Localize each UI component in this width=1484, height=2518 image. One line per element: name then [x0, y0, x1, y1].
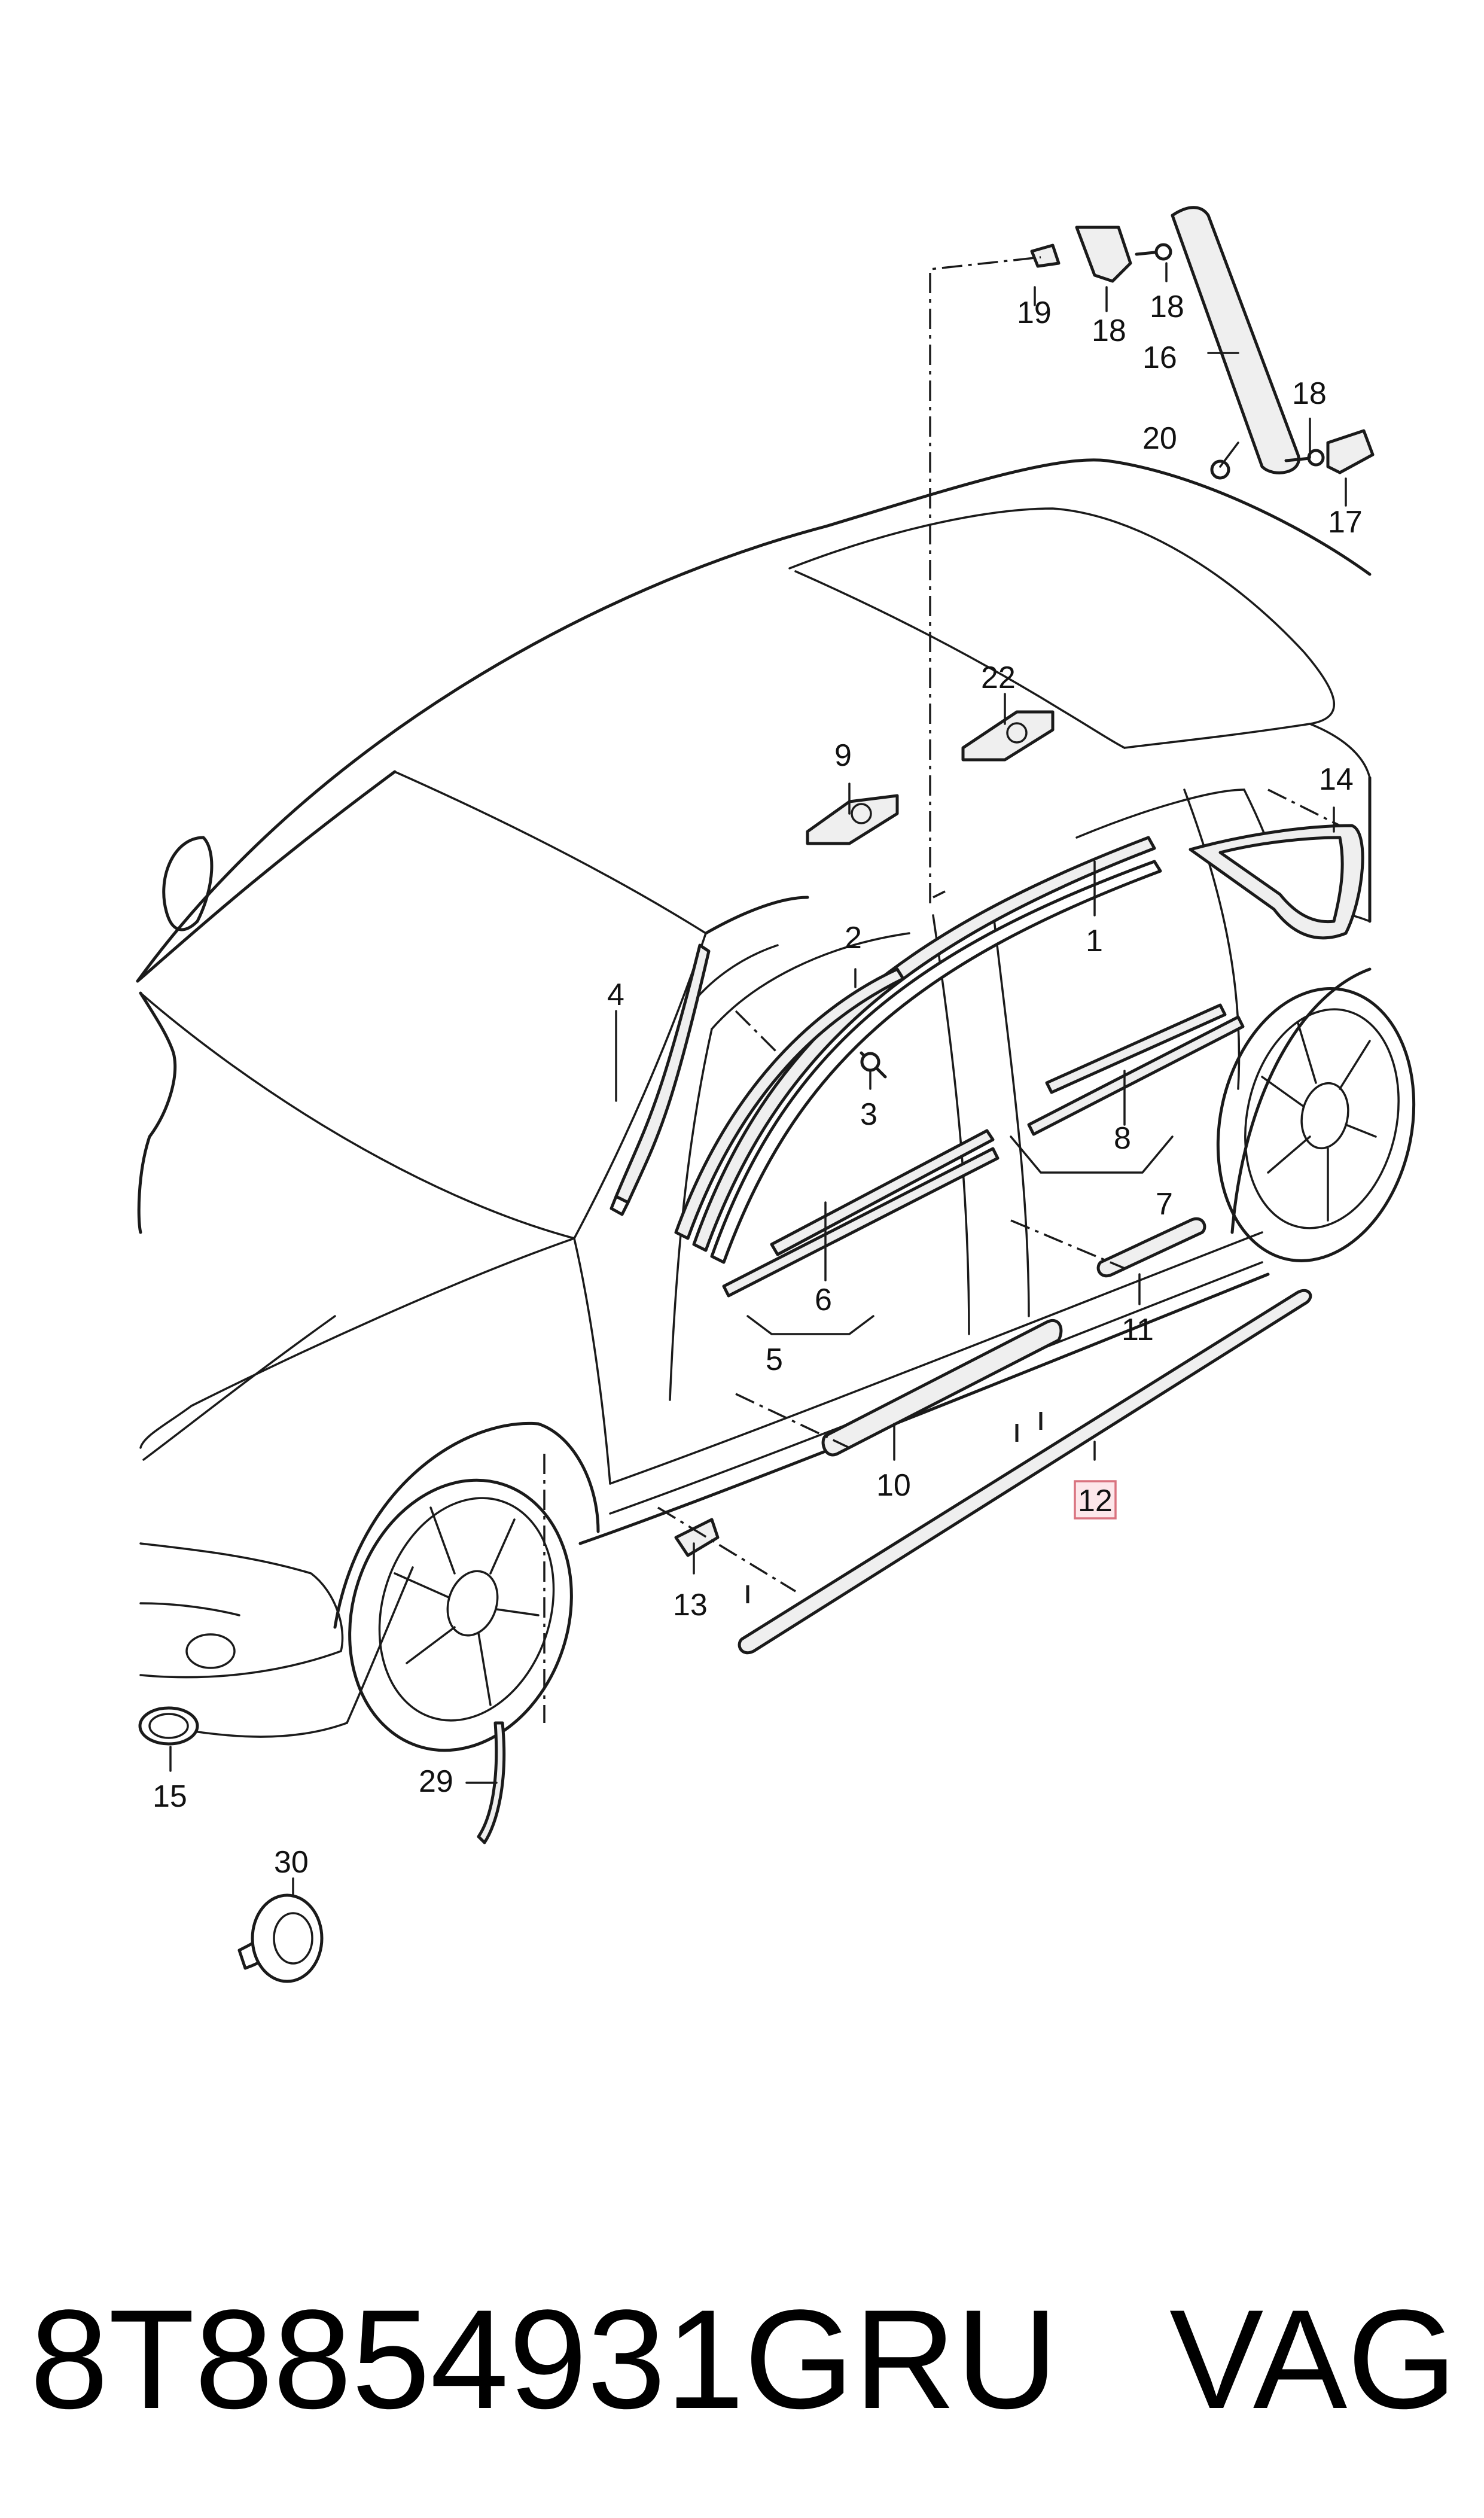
part-13-clip — [674, 1518, 720, 1557]
part-22-clip — [961, 710, 1055, 762]
part-14-quarter-window-trim — [1189, 824, 1364, 940]
leader-lines — [169, 256, 1347, 1898]
part-16-pillar-trim — [1171, 206, 1300, 474]
callout-10: 10 — [876, 1468, 911, 1503]
callout-7: 7 — [1156, 1187, 1173, 1222]
part-4-windshield-trim — [610, 943, 711, 1216]
callout-17: 17 — [1328, 505, 1363, 540]
part-18-screw — [1135, 243, 1325, 467]
front-wheel — [333, 1421, 600, 1752]
callout-6: 6 — [815, 1283, 832, 1317]
callout-12-highlight — [1074, 1480, 1117, 1520]
part-3-screw — [860, 1051, 887, 1079]
part-29-edge-strip — [477, 1721, 506, 1844]
rear-wheel — [1216, 967, 1416, 1262]
callout-12: 12 — [1078, 1484, 1113, 1518]
callout-30: 30 — [274, 1845, 309, 1880]
part-10-front-sill-trim — [821, 1319, 1063, 1457]
callout-22: 22 — [981, 660, 1016, 695]
callout-14: 14 — [1319, 762, 1354, 797]
callout-20: 19 — [1017, 296, 1052, 330]
part-8-rear-door-strip — [1027, 1003, 1245, 1136]
part-17-cap — [1326, 429, 1375, 474]
brand-caption: VAG — [1169, 2280, 1457, 2438]
part-9-clip — [806, 794, 899, 845]
callout-13: 13 — [673, 1588, 708, 1622]
part-11-rear-sill-trim — [1096, 1217, 1206, 1277]
callout-16: 16 — [1142, 340, 1177, 375]
part-2-window-channel — [674, 967, 905, 1240]
callout-4: 4 — [607, 978, 624, 1012]
callout-18: 18 — [1150, 290, 1184, 324]
part-19-bracket — [1075, 226, 1132, 283]
callout-15: 15 — [153, 1779, 187, 1814]
callout-21: 20 — [1142, 421, 1177, 456]
callout-8: 8 — [1114, 1121, 1131, 1156]
callout-5: 5 — [766, 1342, 783, 1377]
part-1-door-top-trim — [692, 836, 1162, 1264]
callout-1: 1 — [1086, 924, 1103, 958]
part-15-fog-cover — [138, 1706, 199, 1746]
part-30-tape-roll — [237, 1893, 324, 1983]
callout-19: 18 — [1092, 313, 1126, 348]
part-21-nut — [1210, 459, 1230, 480]
callout-11: 11 — [1122, 1313, 1154, 1347]
callout-9: 9 — [834, 738, 852, 773]
callout-2: 2 — [845, 921, 862, 955]
callout-29: 29 — [419, 1764, 453, 1799]
part-20-clip — [1030, 243, 1061, 268]
part-12-side-skirt — [738, 1289, 1312, 1654]
part-number-caption: 8T8854931GRU — [30, 2280, 1058, 2438]
callout-18b: 18 — [1292, 376, 1327, 411]
callout-labels: 19 18 18 16 18 20 17 22 9 14 1 2 4 3 8 7… — [153, 290, 1363, 1880]
callout-3: 3 — [860, 1097, 877, 1132]
part-6-front-door-strip — [722, 1129, 1000, 1298]
